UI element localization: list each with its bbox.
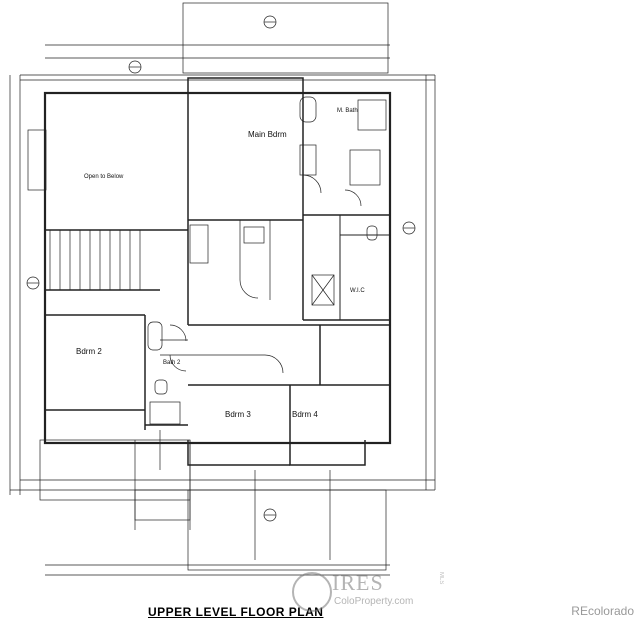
house-logo-icon [292,572,332,612]
main-bedroom-label: Main Bdrm [248,130,287,139]
bedroom-3-label: Bdrm 3 [225,410,251,419]
plan-title: UPPER LEVEL FLOOR PLAN [148,605,324,619]
walk-in-closet-label: W.I.C [350,288,365,294]
watermark: IRES ColoProperty.com MLS [292,570,452,612]
bedroom-4-label: Bdrm 4 [292,410,318,419]
open-to-below-label: Open to Below [84,174,124,180]
bath-2-label: Bath 2 [163,360,181,366]
master-bath-label: M. Bath [337,108,358,114]
watermark-brand: IRES [332,570,384,595]
bedroom-2-label: Bdrm 2 [76,347,102,356]
source-credit: REcolorado [571,604,634,618]
watermark-site: ColoProperty.com [334,596,414,607]
watermark-side-text: MLS [438,572,444,585]
